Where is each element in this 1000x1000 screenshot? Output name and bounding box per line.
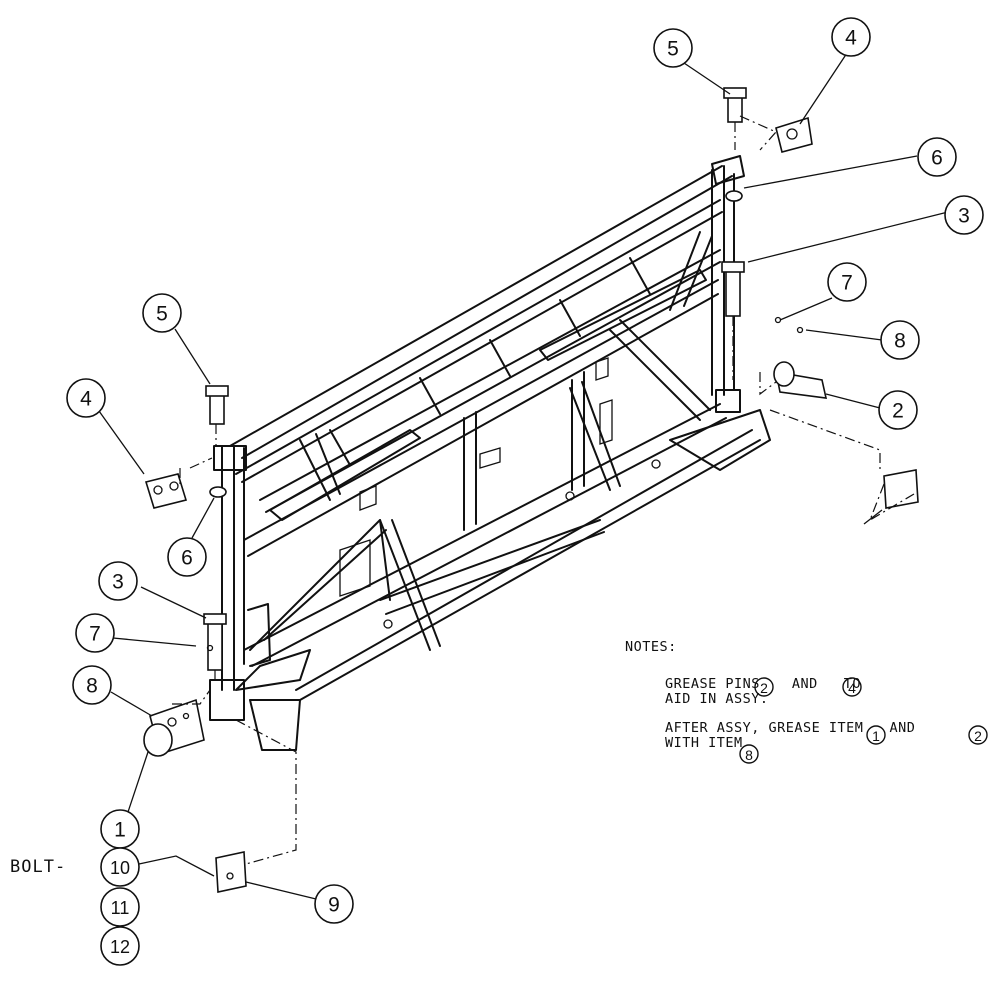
notes-block: NOTES: GREASE PINS AND TO AID IN ASSY. AFT… bbox=[625, 640, 941, 765]
bolt-label: BOLT- bbox=[10, 857, 67, 877]
boom-frame bbox=[209, 155, 771, 751]
svg-text:5: 5 bbox=[667, 38, 679, 61]
svg-text:7: 7 bbox=[89, 623, 101, 646]
svg-text:12: 12 bbox=[110, 937, 130, 957]
svg-text:2: 2 bbox=[760, 680, 768, 696]
callout-7-right: 7 bbox=[827, 262, 867, 302]
svg-text:7: 7 bbox=[841, 272, 853, 295]
leader-lines bbox=[98, 49, 949, 900]
washer-right bbox=[725, 190, 743, 202]
note2-ref-8: 8 bbox=[739, 744, 759, 764]
note-1: GREASE PINS AND TO AID IN ASSY. bbox=[665, 677, 941, 707]
callout-10: 10 bbox=[100, 847, 140, 887]
washer-left bbox=[209, 486, 227, 498]
callout-4-left: 4 bbox=[66, 378, 106, 418]
pin-right-lower bbox=[721, 261, 745, 317]
note1-text1: GREASE PINS bbox=[665, 676, 760, 692]
callout-7-left: 7 bbox=[75, 613, 115, 653]
callout-5-left: 5 bbox=[142, 293, 182, 333]
svg-text:9: 9 bbox=[328, 894, 340, 917]
note2-text2: AND bbox=[889, 720, 916, 736]
pivot-right bbox=[773, 361, 828, 399]
callout-1: 1 bbox=[100, 809, 140, 849]
note1-line2: AID IN ASSY. bbox=[665, 691, 769, 707]
pivot-left bbox=[143, 698, 205, 757]
svg-text:6: 6 bbox=[931, 147, 943, 170]
callout-8-left: 8 bbox=[72, 665, 112, 705]
callout-9: 9 bbox=[314, 884, 354, 924]
callout-2: 2 bbox=[878, 390, 918, 430]
svg-text:8: 8 bbox=[894, 330, 906, 353]
svg-text:4: 4 bbox=[848, 680, 856, 696]
svg-text:1: 1 bbox=[114, 819, 126, 842]
callout-4-right: 4 bbox=[831, 17, 871, 57]
svg-text:8: 8 bbox=[86, 675, 98, 698]
bracket-left-upper bbox=[144, 473, 188, 509]
svg-text:8: 8 bbox=[745, 747, 753, 763]
callout-3-left: 3 bbox=[98, 561, 138, 601]
grease-fittings bbox=[182, 316, 804, 720]
svg-text:2: 2 bbox=[974, 728, 982, 744]
assembly-lines bbox=[172, 115, 915, 865]
note2-ref-2: 2 bbox=[968, 725, 988, 745]
note2-ref-1: 1 bbox=[866, 725, 886, 745]
callout-6-right: 6 bbox=[917, 137, 957, 177]
svg-text:5: 5 bbox=[156, 303, 168, 326]
note1-text3: TO bbox=[843, 676, 862, 692]
bracket-right-upper bbox=[775, 116, 813, 153]
pin-left-lower bbox=[203, 613, 227, 671]
callout-12: 12 bbox=[100, 926, 140, 966]
svg-text:2: 2 bbox=[892, 400, 904, 423]
note2-text3: WITH ITEM bbox=[665, 735, 743, 751]
svg-text:3: 3 bbox=[112, 571, 124, 594]
note2-text1: AFTER ASSY, GREASE ITEM bbox=[665, 720, 864, 736]
note1-text2: AND bbox=[791, 676, 818, 692]
callout-6-left: 6 bbox=[167, 537, 207, 577]
note1-ref-2: 2 bbox=[754, 677, 774, 697]
callout-8-right: 8 bbox=[880, 320, 920, 360]
note1-ref-4: 4 bbox=[842, 677, 862, 697]
callout-11: 11 bbox=[100, 887, 140, 927]
block-right bbox=[883, 469, 919, 509]
svg-text:4: 4 bbox=[845, 27, 857, 50]
callout-5-right: 5 bbox=[653, 28, 693, 68]
svg-text:6: 6 bbox=[181, 547, 193, 570]
callout-3-right: 3 bbox=[944, 195, 984, 235]
svg-text:1: 1 bbox=[872, 728, 880, 744]
svg-text:11: 11 bbox=[111, 898, 130, 918]
svg-text:3: 3 bbox=[958, 205, 970, 228]
note-2: AFTER ASSY, GREASE ITEM AND WITH ITEM bbox=[665, 721, 941, 751]
pin-right-upper bbox=[723, 87, 747, 123]
svg-text:10: 10 bbox=[110, 858, 130, 878]
notes-title: NOTES: bbox=[625, 639, 677, 655]
svg-text:4: 4 bbox=[80, 388, 92, 411]
block-left bbox=[215, 851, 247, 893]
pin-left-upper bbox=[205, 385, 229, 425]
